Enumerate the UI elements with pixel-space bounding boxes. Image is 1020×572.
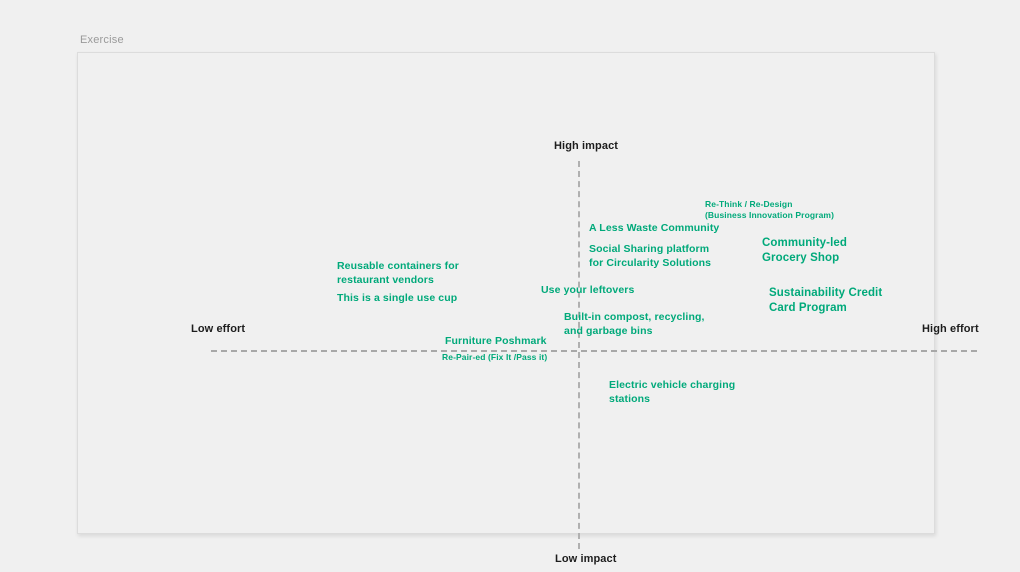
idea-note-single-use-cup[interactable]: This is a single use cup [337,292,458,304]
idea-note-rethink-redesign[interactable]: Re-Think / Re-Design (Business Innovatio… [705,199,835,220]
idea-note-furniture-poshmark[interactable]: Furniture Poshmark [445,335,547,347]
idea-note-ev-charging[interactable]: Electric vehicle charging stations [609,379,736,405]
idea-note-compost-bins[interactable]: Built-in compost, recycling, and garbage… [564,311,705,337]
axis-label-high-effort: High effort [922,323,979,335]
axis-label-low-impact: Low impact [555,553,617,565]
idea-note-use-leftovers[interactable]: Use your leftovers [541,284,635,296]
panel-label: Exercise [80,34,124,46]
axis-label-high-impact: High impact [554,140,619,152]
idea-note-social-sharing[interactable]: Social Sharing platform for Circularity … [589,243,712,269]
axis-label-low-effort: Low effort [191,323,246,335]
idea-note-re-pair-ed[interactable]: Re-Pair-ed (Fix It /Pass it) [442,352,548,362]
impact-axis-line [578,161,580,549]
idea-note-less-waste-community[interactable]: A Less Waste Community [589,222,720,234]
idea-note-reusable-containers[interactable]: Reusable containers for restaurant vendo… [337,260,459,286]
idea-note-community-grocery[interactable]: Community-led Grocery Shop [762,237,847,264]
idea-note-sustainability-card[interactable]: Sustainability Credit Card Program [769,287,883,314]
impact-effort-matrix[interactable]: High impact Low impact Low effort High e… [77,52,979,565]
effort-axis-line [211,350,977,352]
